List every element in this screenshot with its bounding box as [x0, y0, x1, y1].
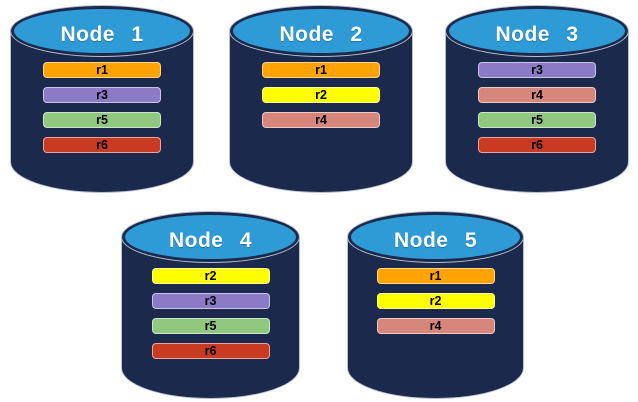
database-cylinder-icon: [122, 237, 299, 398]
replica-list: r1 r3 r5 r6: [11, 62, 193, 153]
replica-list: r2 r3 r5 r6: [122, 268, 299, 359]
replica-bar-r1: r1: [262, 62, 380, 78]
replica-bar-r2: r2: [151, 268, 270, 284]
node-title: Node 2: [279, 22, 363, 46]
replica-bar-r4: r4: [262, 112, 380, 128]
replica-bar-r2: r2: [376, 293, 495, 309]
replica-bar-r5: r5: [151, 318, 270, 334]
replica-bar-r6: r6: [478, 137, 596, 153]
node-1-cylinder: Node 1 r1 r3 r5 r6: [11, 6, 193, 192]
replica-bar-r6: r6: [151, 343, 270, 359]
replica-bar-r3: r3: [478, 62, 596, 78]
database-cylinder-top: [446, 6, 628, 56]
replica-bar-r4: r4: [478, 87, 596, 103]
node-title: Node 3: [495, 22, 579, 46]
database-cylinder-top: [122, 212, 299, 262]
replica-bar-r5: r5: [43, 112, 161, 128]
replica-bar-r1: r1: [376, 268, 495, 284]
node-title: Node 5: [393, 228, 477, 252]
database-cylinder-top: [11, 6, 193, 56]
replica-bar-r4: r4: [376, 318, 495, 334]
database-cylinder-icon: [230, 31, 412, 192]
node-2-cylinder: Node 2 r1 r2 r4: [230, 6, 412, 192]
replica-bar-r3: r3: [43, 87, 161, 103]
replica-bar-r5: r5: [478, 112, 596, 128]
node-4-cylinder: Node 4 r2 r3 r5 r6: [122, 212, 299, 398]
replica-bar-r2: r2: [262, 87, 380, 103]
replica-bar-r3: r3: [151, 293, 270, 309]
replica-bar-r6: r6: [43, 137, 161, 153]
database-cylinder-top: [230, 6, 412, 56]
database-cylinder-top: [348, 212, 523, 262]
replica-list: r1 r2 r4: [230, 62, 412, 128]
database-cylinder-icon: [348, 237, 523, 398]
replica-list: r3 r4 r5 r6: [446, 62, 628, 153]
replica-bar-r1: r1: [43, 62, 161, 78]
node-title: Node 1: [60, 22, 144, 46]
database-cylinder-icon: [11, 31, 193, 192]
node-title: Node 4: [168, 228, 252, 252]
replica-list: r1 r2 r4: [348, 268, 523, 334]
node-5-cylinder: Node 5 r1 r2 r4: [348, 212, 523, 398]
node-3-cylinder: Node 3 r3 r4 r5 r6: [446, 6, 628, 192]
database-cylinder-icon: [446, 31, 628, 192]
